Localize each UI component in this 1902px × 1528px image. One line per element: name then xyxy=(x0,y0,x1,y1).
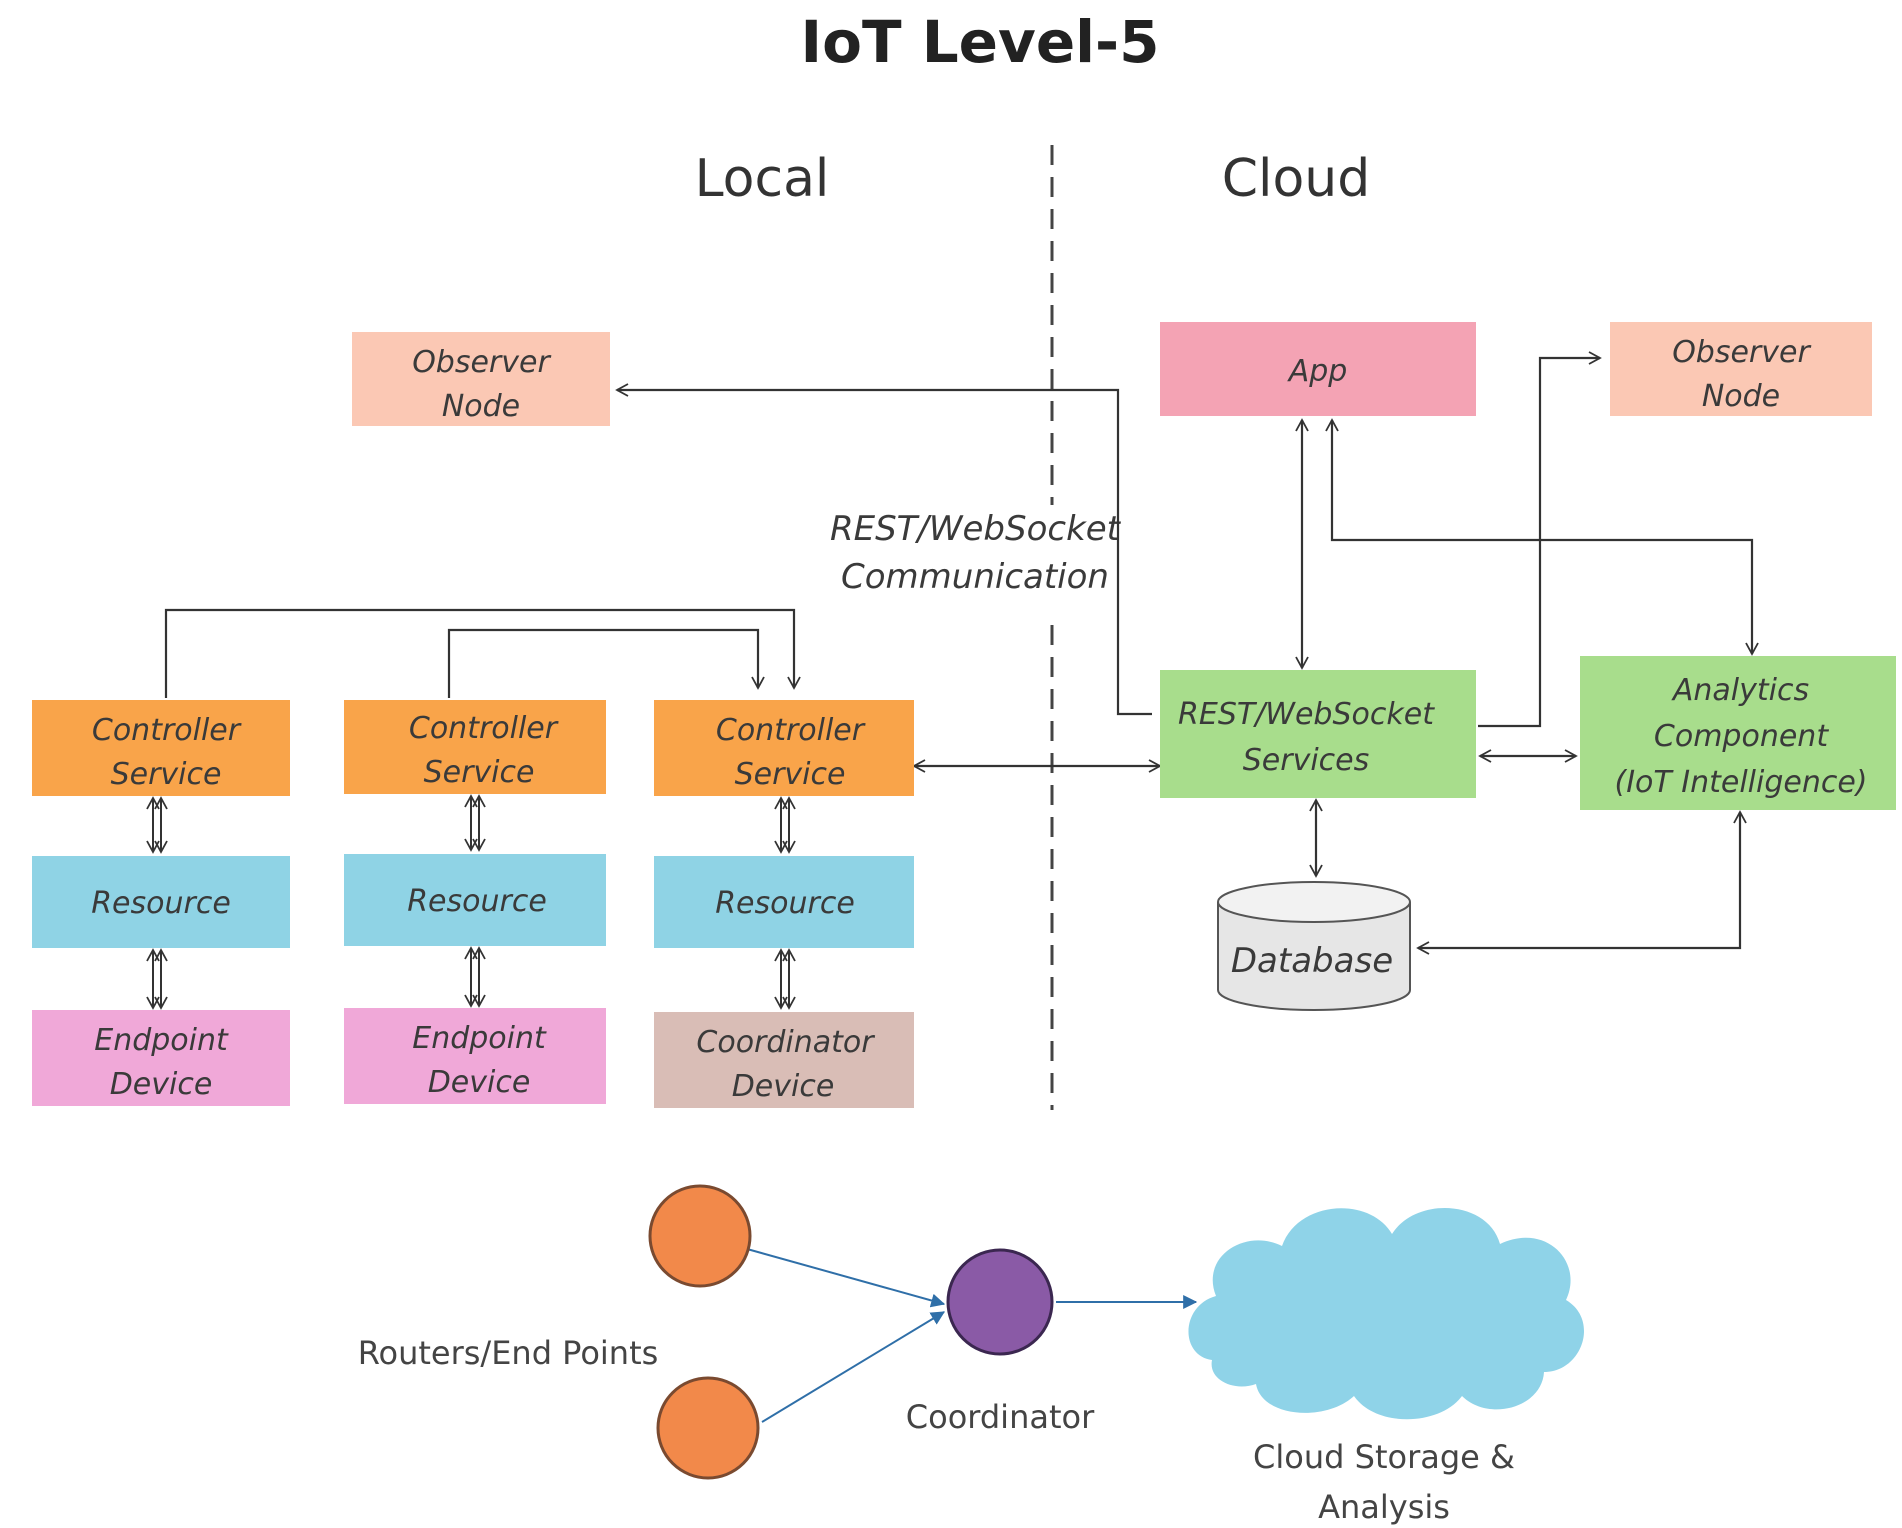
analytics-component-line3: (IoT Intelligence) xyxy=(1614,765,1867,800)
controller-service-3 xyxy=(654,700,914,796)
coordinator-device-line1: Coordinator xyxy=(696,1025,875,1060)
database-label: Database xyxy=(1231,941,1393,981)
endpoint-device-2 xyxy=(344,1008,606,1104)
app-label: App xyxy=(1287,354,1348,389)
endpoint-device-1-line2: Device xyxy=(110,1067,213,1102)
database-cylinder xyxy=(1217,881,1411,1011)
cloud-storage-label-line2: Analysis xyxy=(1318,1488,1450,1526)
endpoint-device-2-line1: Endpoint xyxy=(412,1021,547,1056)
controller-service-2-line2: Service xyxy=(424,755,535,790)
controller-service-1-line2: Service xyxy=(111,757,222,792)
observer-node-cloud-line1: Observer xyxy=(1672,335,1811,370)
controller-service-1-line1: Controller xyxy=(92,713,242,748)
observer-node-cloud xyxy=(1610,322,1872,416)
app-box xyxy=(1160,322,1476,416)
resource-1-label: Resource xyxy=(91,886,231,921)
controller-service-2 xyxy=(344,700,606,794)
rest-websocket-services-line1: REST/WebSocket xyxy=(1178,697,1435,732)
observer-node-local xyxy=(352,332,610,426)
rest-websocket-services-line2: Services xyxy=(1243,743,1370,778)
analytics-component-line2: Component xyxy=(1654,719,1829,754)
legend-link-router2 xyxy=(761,1311,945,1423)
endpoint-device-1 xyxy=(32,1010,290,1106)
cloud-shape xyxy=(1188,1208,1585,1420)
endpoint-device-1-line1: Endpoint xyxy=(94,1023,229,1058)
router-node-1 xyxy=(648,1184,752,1288)
observer-node-local-line1: Observer xyxy=(412,345,551,380)
router-node-2 xyxy=(656,1376,760,1480)
comm-label-line2: Communication xyxy=(841,557,1109,597)
resource-2 xyxy=(344,854,606,946)
endpoint-device-2-line2: Device xyxy=(428,1065,531,1100)
connector-controller2-controller3 xyxy=(447,628,765,698)
diagram-title: IoT Level-5 xyxy=(801,8,1160,76)
connector-database-analytics xyxy=(1416,810,1747,955)
legend-link-router1 xyxy=(721,1241,946,1308)
resource-1 xyxy=(32,856,290,948)
analytics-component xyxy=(1580,656,1896,810)
rest-websocket-services xyxy=(1160,670,1476,798)
observer-node-local-line2: Node xyxy=(442,389,520,424)
connector-services-observer-cloud xyxy=(1478,351,1602,728)
controller-service-3-line2: Service xyxy=(735,757,846,792)
region-local-label: Local xyxy=(695,149,830,209)
resource-2-label: Resource xyxy=(407,884,547,919)
resource-3 xyxy=(654,856,914,948)
region-cloud-label: Cloud xyxy=(1222,149,1371,209)
coordinator-device-line2: Device xyxy=(732,1069,835,1104)
controller-service-2-line1: Controller xyxy=(409,711,559,746)
cloud-storage-label-line1: Cloud Storage & xyxy=(1253,1438,1515,1476)
coordinator-device xyxy=(654,1012,914,1108)
coordinator-label: Coordinator xyxy=(906,1398,1095,1436)
connector-app-analytics xyxy=(1325,418,1759,656)
controller-service-1 xyxy=(32,700,290,796)
controller-service-3-line1: Controller xyxy=(716,713,866,748)
coordinator-node xyxy=(946,1248,1054,1356)
connector-controller1-controller3 xyxy=(164,608,801,698)
connector-observer-local xyxy=(615,383,1152,716)
resource-3-label: Resource xyxy=(715,886,855,921)
observer-node-cloud-line2: Node xyxy=(1702,379,1780,414)
analytics-component-line1: Analytics xyxy=(1671,673,1809,708)
stack-arrows xyxy=(146,794,796,1010)
comm-label-line1: REST/WebSocket xyxy=(830,509,1122,549)
routers-endpoints-label: Routers/End Points xyxy=(358,1334,659,1372)
